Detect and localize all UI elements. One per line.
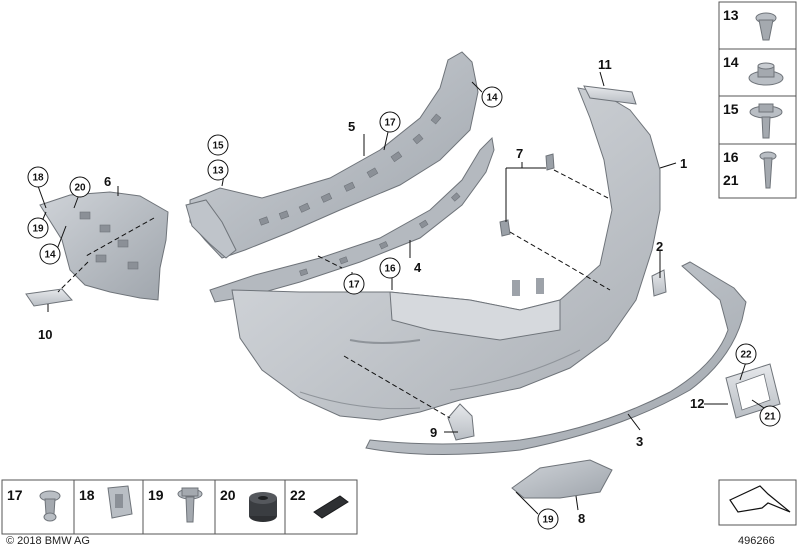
svg-text:20: 20 (74, 183, 86, 194)
callout-10: 10 (38, 327, 52, 342)
circle-callout-17-lower: 17 (343, 273, 365, 295)
svg-text:22: 22 (740, 350, 752, 361)
panel-label-21: 21 (723, 172, 739, 188)
screw-13-icon (755, 12, 777, 41)
callout-8: 8 (578, 511, 585, 526)
circle-callout-15: 15 (207, 134, 229, 156)
circle-callout-22: 22 (735, 343, 757, 365)
trim-strip-part (583, 85, 637, 105)
grommet-20-icon (249, 492, 277, 522)
circle-callout-18: 18 (27, 166, 49, 188)
panel-label-14: 14 (723, 54, 739, 70)
svg-text:17: 17 (348, 280, 360, 291)
svg-text:19: 19 (32, 224, 44, 235)
clip-lower-part (499, 219, 511, 237)
panel-label-22: 22 (290, 487, 306, 503)
copyright-notice: © 2018 BMW AG (6, 535, 90, 547)
callout-2: 2 (656, 239, 663, 254)
bumper-cover-part (231, 87, 661, 421)
circle-callout-20: 20 (69, 176, 91, 198)
bracket-trim-part (25, 288, 73, 307)
callout-4: 4 (414, 260, 422, 275)
circle-callout-19-left: 19 (27, 217, 49, 239)
screw-19-icon (177, 487, 203, 523)
clip-upper-part (545, 153, 555, 171)
svg-text:16: 16 (384, 264, 396, 275)
callout-11: 11 (598, 57, 612, 72)
svg-text:17: 17 (384, 118, 396, 129)
svg-text:15: 15 (212, 141, 224, 152)
fastener-panel-bottom: 17 18 19 20 22 (1, 479, 358, 535)
screw-15-icon (749, 103, 783, 139)
absorber-part (209, 136, 495, 303)
circle-callout-17-upper: 17 (379, 111, 401, 133)
svg-text:14: 14 (486, 93, 498, 104)
lower-bracket-part (511, 459, 613, 499)
panel-label-17: 17 (7, 487, 23, 503)
panel-label-16: 16 (723, 149, 739, 165)
callout-7: 7 (516, 146, 523, 161)
callout-6: 6 (104, 174, 111, 189)
circle-callout-19-lower: 19 (537, 508, 559, 530)
circle-callout-21: 21 (759, 405, 781, 427)
screw-16-icon (759, 151, 777, 189)
circle-callout-16: 16 (379, 257, 401, 279)
circle-callout-13: 13 (207, 159, 229, 181)
frame-part (725, 363, 781, 419)
orientation-arrow-icon (729, 485, 791, 513)
circle-callout-14-upper: 14 (481, 86, 503, 108)
clip-17-icon (39, 490, 61, 522)
clip-18-icon (107, 485, 133, 519)
diagram-number: 496266 (738, 535, 775, 547)
callout-9: 9 (430, 425, 437, 440)
svg-text:21: 21 (764, 412, 776, 423)
carrier-bracket-part (185, 51, 479, 259)
tow-cover-part (447, 403, 475, 441)
svg-text:14: 14 (44, 250, 56, 261)
callout-3: 3 (636, 434, 643, 449)
nut-14-icon (748, 62, 784, 86)
leader-lines (37, 71, 765, 515)
svg-text:18: 18 (32, 173, 44, 184)
panel-label-20: 20 (220, 487, 236, 503)
circle-callout-14-left: 14 (39, 243, 61, 265)
svg-text:13: 13 (212, 166, 224, 177)
panel-label-15: 15 (723, 101, 739, 117)
svg-text:19: 19 (542, 515, 554, 526)
orientation-box (718, 479, 797, 526)
reflector-part (651, 269, 667, 297)
callout-12: 12 (690, 396, 704, 411)
panel-label-19: 19 (148, 487, 164, 503)
panel-label-13: 13 (723, 7, 739, 23)
pad-22-icon (313, 495, 349, 519)
callout-5: 5 (348, 119, 355, 134)
fastener-panel-right: 13 14 15 16 21 (718, 1, 797, 199)
callout-1: 1 (680, 156, 687, 171)
panel-label-18: 18 (79, 487, 95, 503)
lower-trim-part (365, 261, 747, 456)
